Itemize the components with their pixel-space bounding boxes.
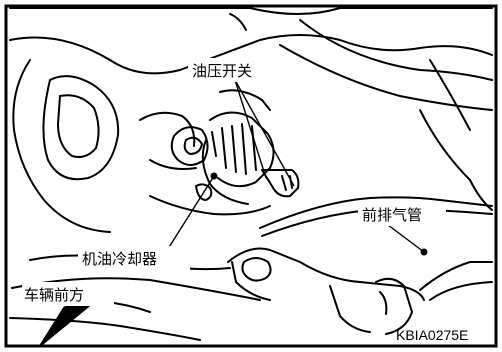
front-exhaust-pipe-label: 前排气管 [362,206,422,224]
label-bg-front [22,282,114,306]
label-bg-exhaust [358,202,446,226]
figure-frame [4,4,498,348]
oil-pressure-switch-label: 油压开关 [192,62,252,80]
label-bg-switch [188,58,280,82]
exhaust-pipe-marker [420,248,428,256]
vehicle-front-label: 车辆前方 [24,286,84,304]
oil-cooler-label: 机油冷却器 [82,250,157,268]
oil-cooler-marker [210,172,218,180]
label-bg-cooler [78,246,190,270]
figure-code: KBIA0275E [396,327,468,343]
